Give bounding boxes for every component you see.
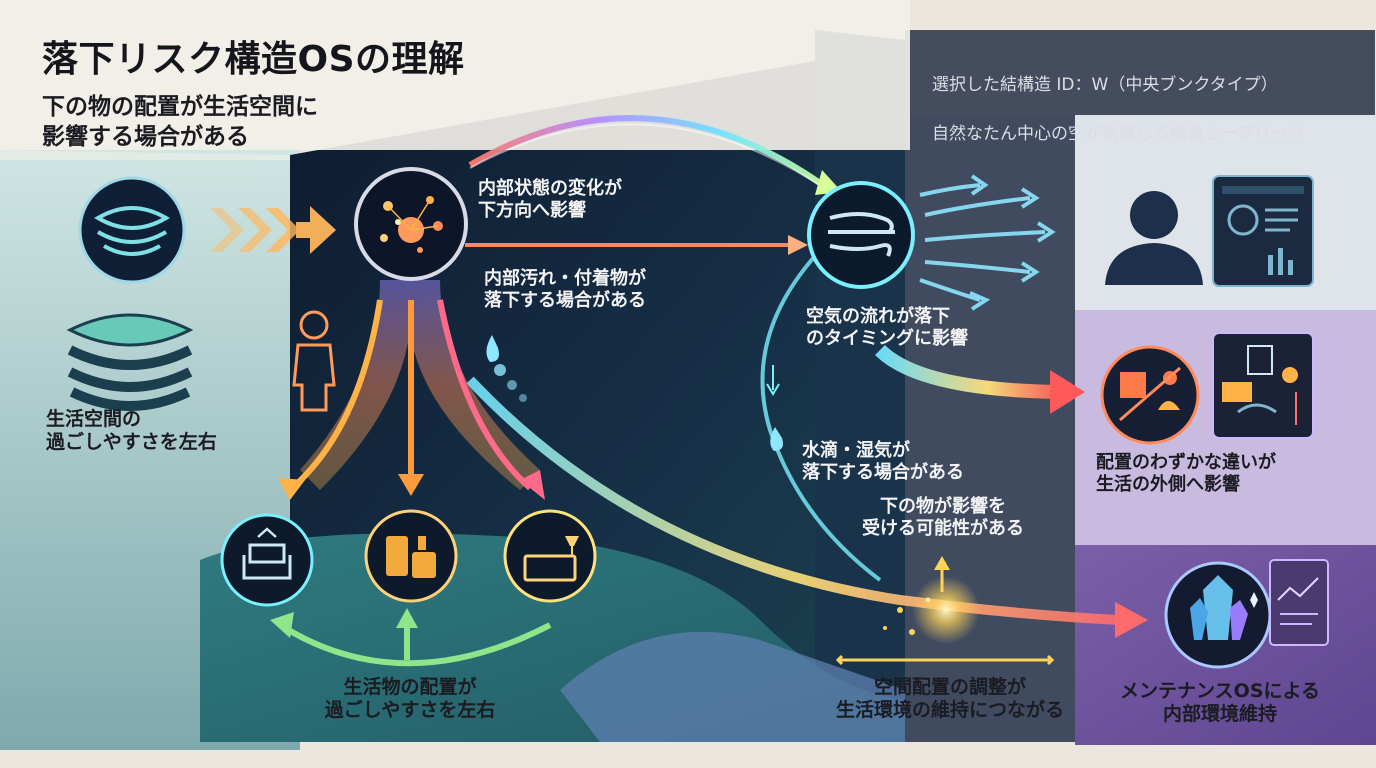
dresser-lamp-icon (503, 509, 597, 603)
label-living-items: 生活物の配置が 過ごしやすさを左右 (324, 676, 496, 722)
no-placement-icon (1100, 345, 1200, 445)
label-air-flow: 空気の流れが落下 のタイミングに影響 (806, 306, 968, 349)
label-items-below: 下の物が影響を 受ける可能性がある (862, 496, 1024, 539)
info-line-2: 自然なたん中心の空が新聴じる構造とーブリック (932, 123, 1305, 144)
layout-chart-icon (1212, 332, 1314, 439)
label-water-drops: 水滴・湿気が 落下する場合がある (802, 440, 964, 483)
wind-outflow (919, 174, 1056, 311)
sparkle-glow (912, 576, 980, 644)
water-drop-icon (486, 335, 783, 451)
input-chevrons (210, 206, 336, 254)
wind-icon (807, 181, 915, 289)
user-silhouette-icon (1105, 191, 1203, 285)
armchair-icon (220, 513, 314, 607)
label-placement-diff: 配置のわずかな違いが 生活の外側へ影響 (1096, 452, 1276, 495)
label-maintenance-os: メンテナンスOSによる 内部環境維持 (1120, 680, 1320, 726)
containers-icon (364, 509, 458, 603)
label-living-space: 生活空間の 過ごしやすさを左右 (46, 408, 217, 454)
page-subtitle: 下の物の配置が生活空間に 影響する場合がある (42, 94, 318, 151)
sweep-arc (466, 376, 1121, 625)
label-internal-state: 内部状態の変化が 下方向へ影響 (478, 178, 622, 221)
info-box (905, 30, 1375, 115)
stack-icon (66, 313, 194, 411)
report-icon (1269, 559, 1329, 646)
info-line-1: 選択した結構造 ID：W（中央ブンクタイプ） (932, 74, 1278, 95)
dashboard-icon (1212, 175, 1314, 287)
info-text: 選択した結構造 ID：W（中央ブンクタイプ） 自然なたん中心の空が新聴じる構造と… (932, 48, 1305, 171)
label-space-adjust: 空間配置の調整が 生活環境の維持につながる (835, 676, 1064, 722)
page-title: 落下リスク構造OSの理解 (42, 39, 465, 80)
person-icon (292, 310, 336, 412)
arc-internal-to-air (468, 115, 832, 193)
label-internal-dirt: 内部汚れ・付着物が 落下する場合がある (484, 268, 646, 311)
layers-icon (78, 176, 186, 284)
particles-icon (354, 167, 468, 281)
crystal-icon (1164, 561, 1272, 669)
